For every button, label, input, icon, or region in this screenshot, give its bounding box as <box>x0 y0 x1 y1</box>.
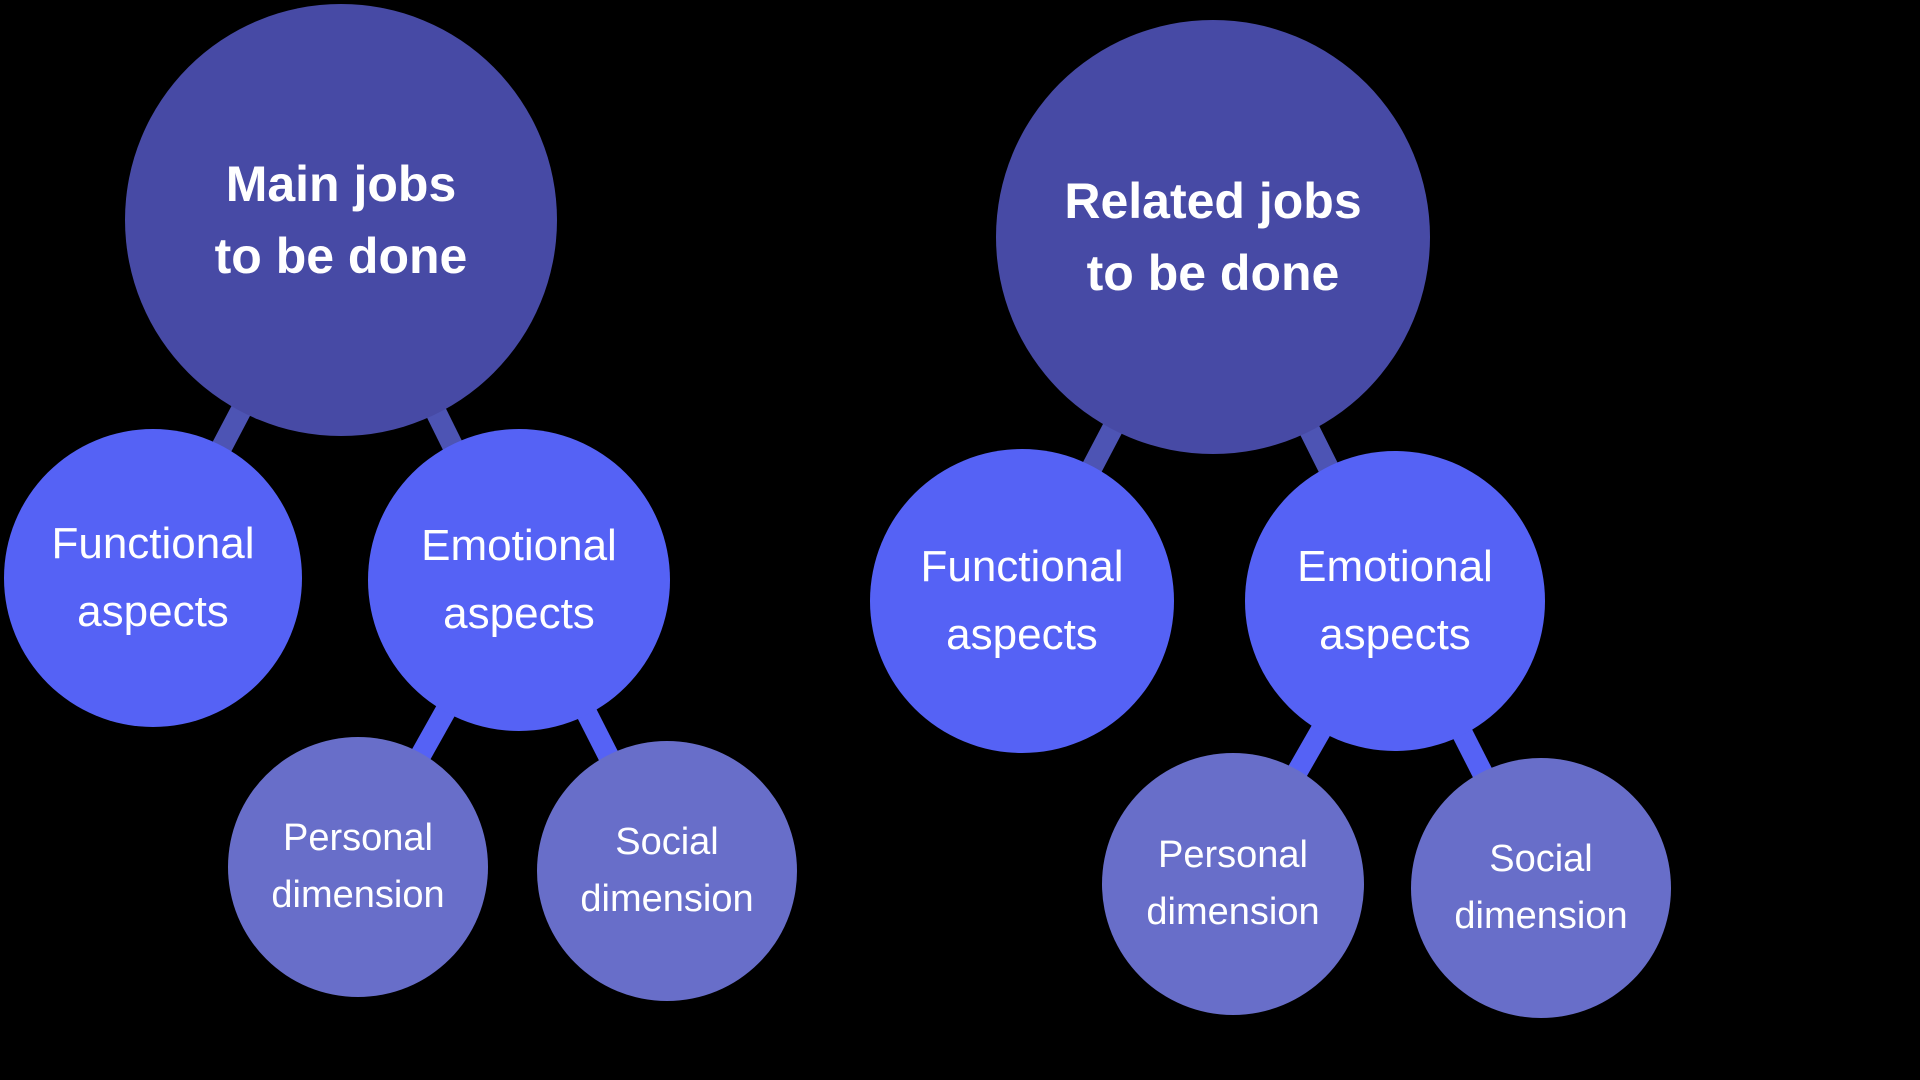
node-main-functional <box>4 429 302 727</box>
node-main-emotional <box>368 429 670 731</box>
node-related-personal <box>1102 753 1364 1015</box>
node-main-root <box>125 4 557 436</box>
node-main-personal <box>228 737 488 997</box>
node-related-root <box>996 20 1430 454</box>
node-related-social <box>1411 758 1671 1018</box>
node-related-functional <box>870 449 1174 753</box>
node-main-social <box>537 741 797 1001</box>
node-related-emotional <box>1245 451 1545 751</box>
